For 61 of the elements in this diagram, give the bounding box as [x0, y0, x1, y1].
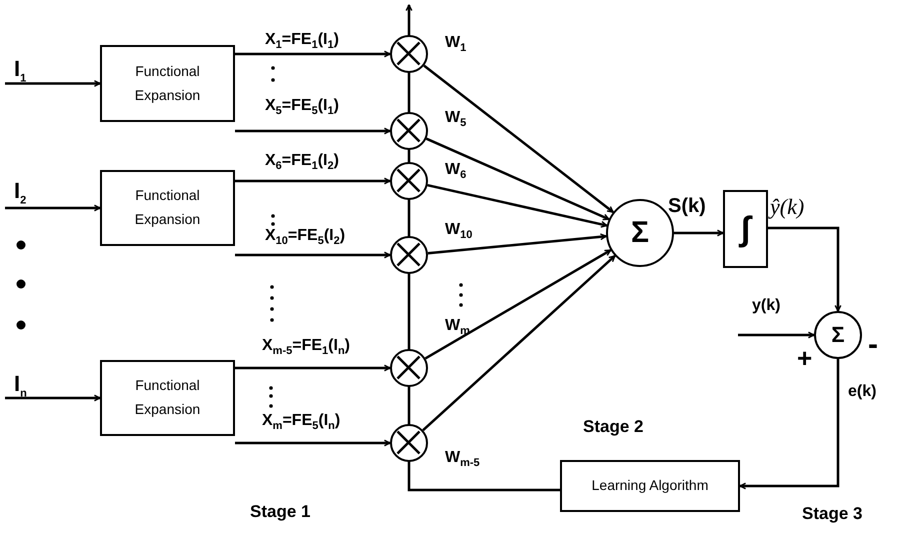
- box-label: Learning Algorithm: [592, 476, 708, 496]
- multiplier-symbol: [390, 236, 428, 274]
- summation-circle: [814, 311, 862, 359]
- stage-label: Stage 2: [583, 418, 644, 435]
- box-label: Functional Expansion: [134, 62, 202, 105]
- process-box: [100, 360, 235, 436]
- edge-label: e(k): [848, 384, 876, 400]
- arrow: [768, 226, 842, 312]
- arrow: [738, 332, 815, 338]
- process-box: [100, 45, 235, 122]
- process-box: [100, 170, 235, 246]
- edge-label: I$_{n}$: [14, 373, 27, 400]
- edge-label: W$_{10}$: [445, 222, 472, 242]
- stage-label: Stage 3: [802, 505, 862, 522]
- box-label: Functional Expansion: [134, 186, 202, 229]
- arrow: [5, 80, 101, 87]
- edge-label: W$_{1}$: [445, 35, 466, 54]
- arrow: [5, 394, 101, 402]
- arrow: [422, 254, 616, 432]
- edge-label: X$_{1}$=FE$_{1}$(I$_{1}$): [265, 32, 339, 52]
- edge-label: X$_{m}$=FE$_{5}$(I$_{n}$): [262, 413, 340, 432]
- arrow: [5, 204, 101, 212]
- edge-label: S(k): [668, 196, 706, 216]
- arrow: [235, 50, 391, 58]
- multiplier-symbol: [390, 349, 428, 387]
- arrow: [235, 128, 391, 134]
- edge-label: y(k): [752, 298, 780, 314]
- stage-label: Stage 1: [250, 503, 310, 520]
- edge-label: X$_{m-5}$=FE$_{1}$(I$_{n}$): [262, 338, 350, 358]
- edge-label: I$_{2}$: [14, 180, 26, 206]
- sign-label: -: [868, 330, 878, 360]
- arrow: [674, 230, 724, 236]
- box-label: Functional Expansion: [134, 376, 202, 419]
- process-box: [560, 460, 740, 512]
- multiplier-symbol: [390, 112, 428, 150]
- multiplier-symbol: [390, 162, 428, 200]
- arrow: [426, 138, 610, 220]
- edge-label: W$_{6}$: [445, 162, 466, 182]
- multiplier-symbol: [390, 424, 428, 462]
- edge-label: I$_{1}$: [14, 58, 26, 84]
- arrow: [428, 233, 607, 254]
- operator-symbol: Σ: [630, 218, 649, 248]
- arrow: [427, 184, 608, 228]
- edge-label: X$_{5}$=FE$_{5}$(I$_{1}$): [265, 98, 339, 118]
- sign-label: +: [797, 345, 812, 371]
- arrow: [235, 252, 391, 258]
- operator-symbol: Σ: [831, 324, 845, 346]
- edge-label: ŷ(k): [770, 196, 804, 218]
- operator-symbol: ∫: [740, 212, 750, 246]
- edge-label: X$_{10}$=FE$_{5}$(I$_{2}$): [265, 228, 346, 248]
- arrow: [235, 440, 391, 446]
- edge-label: X$_{6}$=FE$_{1}$(I$_{2}$): [265, 153, 339, 172]
- arrow: [739, 359, 840, 490]
- integrator-box: [723, 190, 768, 268]
- edge-label: W$_{5}$: [445, 110, 466, 130]
- arrow: [424, 249, 612, 360]
- arrow: [235, 178, 391, 184]
- edge-label: W$_{m-5}$: [445, 450, 480, 470]
- arrow: [423, 64, 614, 214]
- arrow: [235, 364, 391, 372]
- multiplier-symbol: [390, 35, 428, 73]
